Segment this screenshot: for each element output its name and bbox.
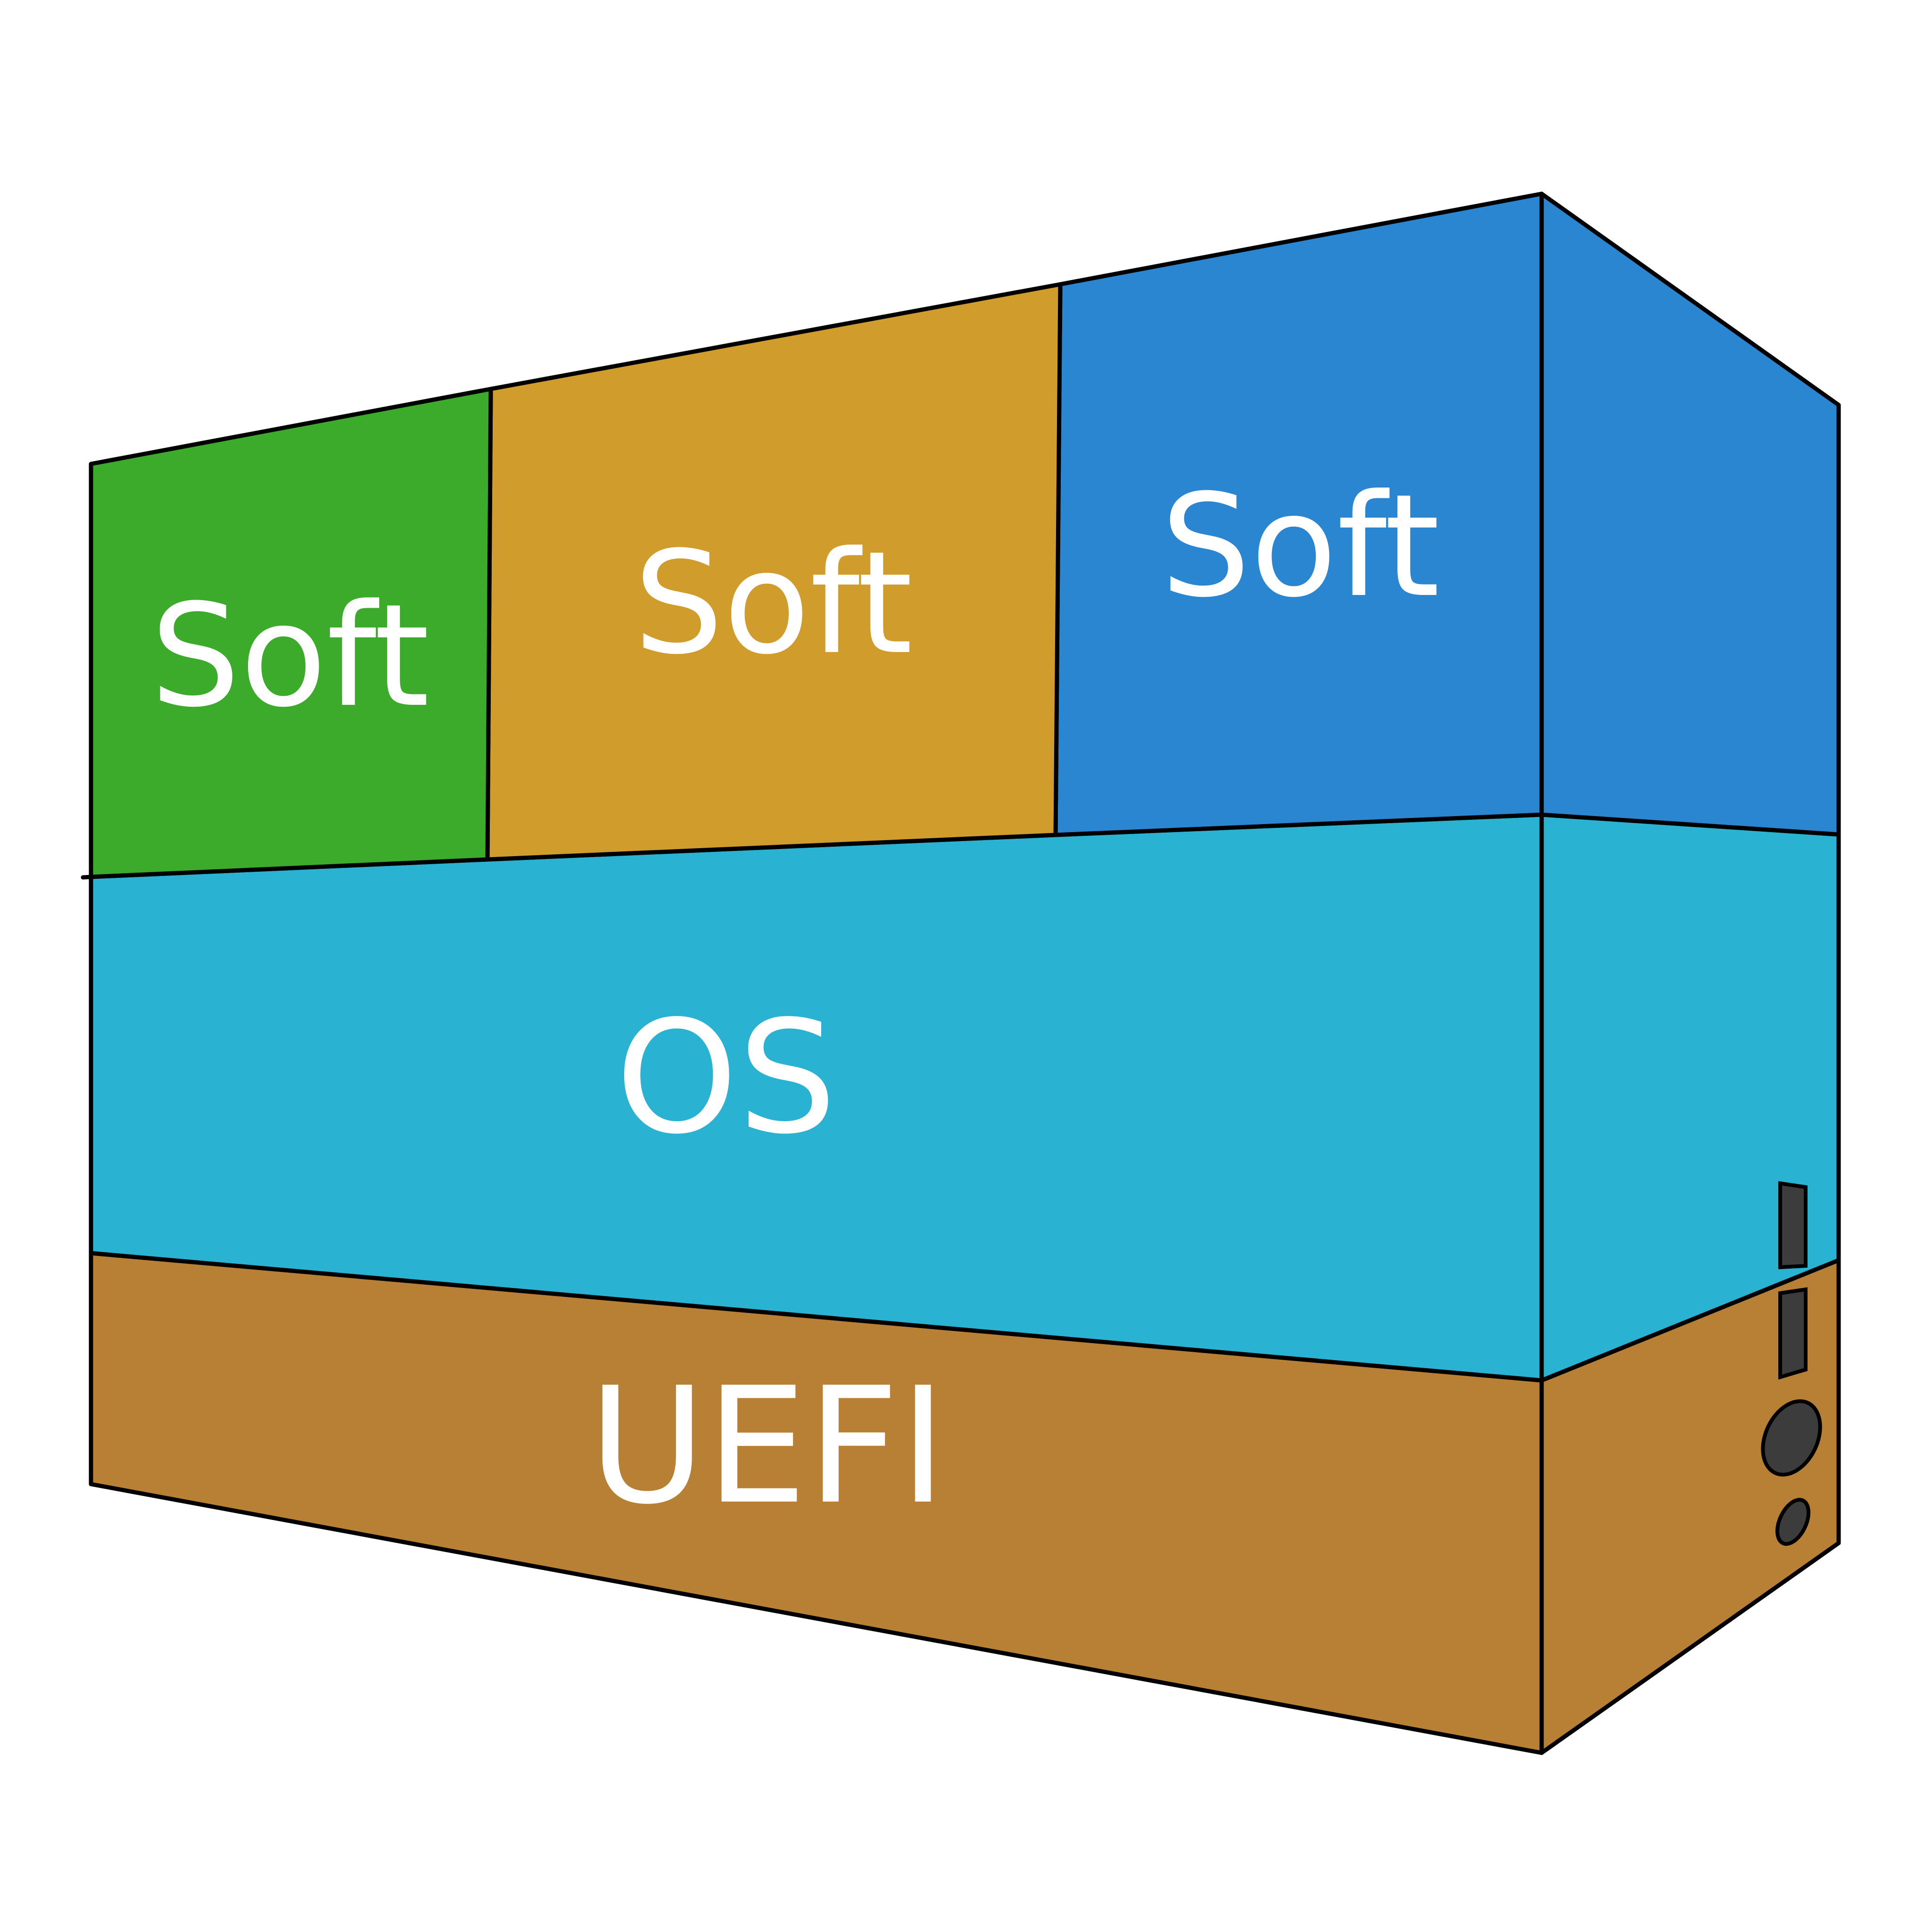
os-label: OS [615,987,836,1168]
soft-right-side-face [1539,191,1841,837]
soft-right-block: Soft [1053,191,1841,837]
power-button-icon [1761,1399,1822,1477]
usb-port-icon [1778,1287,1808,1380]
os-layer: OS [89,812,1841,1383]
soft-left-label: Soft [150,574,429,738]
soft-middle-label: Soft [634,521,913,685]
usb-port-icon [1778,1181,1808,1270]
side-ports [1761,1181,1822,1546]
uefi-layer: UEFI [89,1251,1841,1755]
soft-middle-block: Soft [485,282,1063,862]
uefi-label: UEFI [588,1353,947,1540]
soft-left-front-face [89,387,493,879]
soft-left-block: Soft [89,387,493,879]
soft-right-label: Soft [1161,464,1440,628]
led-indicator-icon [1775,1498,1811,1546]
